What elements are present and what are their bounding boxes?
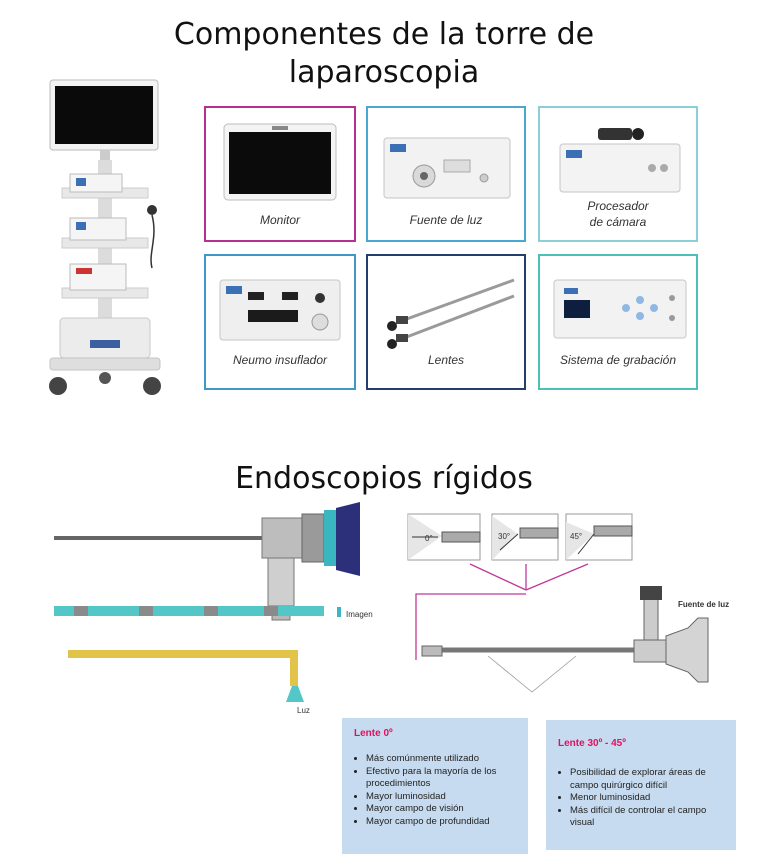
component-card-camera-processor: Procesador de cámara — [538, 106, 698, 242]
list-item: Mayor campo de profundidad — [366, 816, 516, 829]
camera-processor-image — [559, 128, 681, 193]
info-box-lens-30-45: Lente 30º - 45º Posibilidad de explorar … — [546, 720, 736, 850]
card-label-camera-processor-line2: de cámara — [589, 215, 647, 229]
list-item: Efectivo para la mayoría de los procedim… — [366, 766, 516, 791]
info-box-lens-0: Lente 0º Más comúnmente utilizado Efecti… — [342, 718, 528, 854]
tip-label-0: 0° — [425, 534, 433, 543]
tower-title-line2: laparoscopia — [288, 55, 480, 90]
lens-0-bullets: Más comúnmente utilizado Efectivo para l… — [354, 753, 516, 828]
monitor-image — [223, 123, 337, 201]
tower-title-line1: Componentes de la torre de — [173, 17, 595, 52]
list-item: Menor luminosidad — [570, 792, 724, 805]
component-card-monitor: Monitor — [204, 106, 356, 242]
list-item: Mayor luminosidad — [366, 791, 516, 804]
card-label-camera-processor-line1: Procesador — [587, 199, 649, 213]
light-source-image — [383, 137, 511, 199]
list-item: Mayor campo de visión — [366, 803, 516, 816]
lens-30-45-bullets: Posibilidad de explorar áreas de campo q… — [558, 767, 724, 830]
tip-box-0-degrees — [407, 513, 481, 561]
card-label-light-source: Fuente de luz — [409, 213, 483, 227]
image-fiber-label: Imagen — [346, 610, 373, 619]
tip-label-30: 30° — [498, 532, 511, 541]
endoscope-cross-section-diagram — [54, 502, 360, 702]
card-label-monitor: Monitor — [259, 213, 300, 227]
light-fiber-label: Luz — [297, 706, 310, 715]
tip-label-45: 45° — [570, 532, 583, 541]
laparoscopy-tower-illustration — [49, 79, 161, 395]
tip-box-45-degrees — [565, 513, 633, 561]
component-card-lenses: Lentes — [366, 254, 526, 390]
list-item: Posibilidad de explorar áreas de campo q… — [570, 767, 724, 792]
card-label-recording-system: Sistema de grabación — [559, 353, 677, 367]
endoscopes-title: Endoscopios rígidos — [235, 461, 533, 496]
card-label-insufflator: Neumo insuflador — [232, 353, 328, 367]
tip-box-30-degrees — [491, 513, 559, 561]
lenses-image — [387, 278, 515, 349]
list-item: Más comúnmente utilizado — [366, 753, 516, 766]
component-card-insufflator: Neumo insuflador — [204, 254, 356, 390]
light-source-callout-label: Fuente de luz — [678, 600, 730, 609]
angled-endoscope-diagram — [407, 513, 709, 693]
component-card-light-source: Fuente de luz — [366, 106, 526, 242]
list-item: Más difícil de controlar el campo visual — [570, 805, 724, 830]
lens-0-heading: Lente 0º — [354, 728, 393, 739]
lens-30-45-heading: Lente 30º - 45º — [558, 738, 626, 749]
card-label-lenses: Lentes — [427, 353, 465, 367]
recording-system-image — [553, 279, 687, 339]
insufflator-image — [219, 279, 341, 341]
component-card-recording-system: Sistema de grabación — [538, 254, 698, 390]
